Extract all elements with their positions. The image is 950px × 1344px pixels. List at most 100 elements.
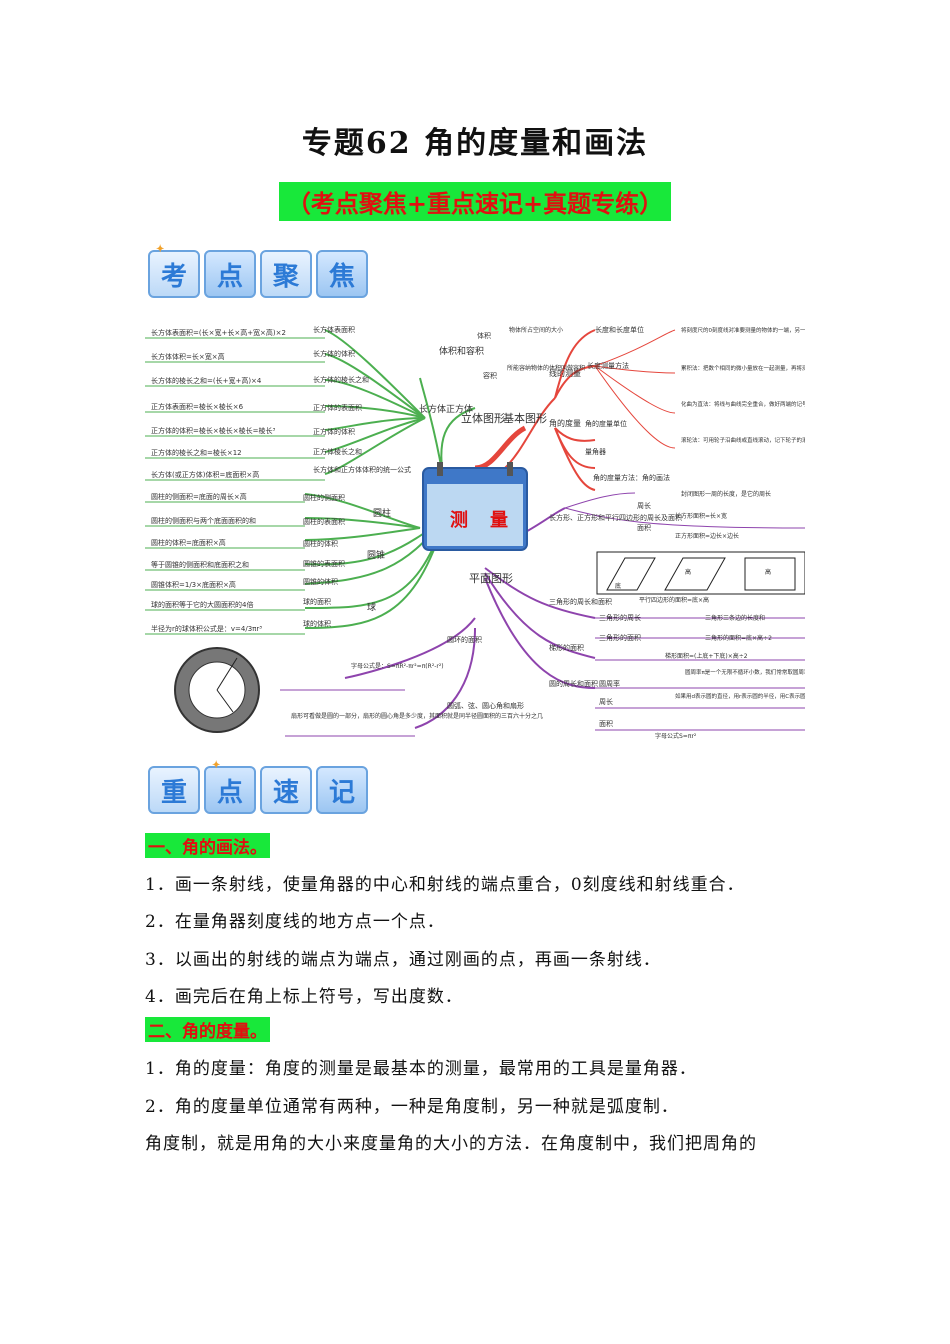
svg-text:量角器: 量角器 [585,447,606,456]
svg-text:三角形的周长: 三角形的周长 [599,613,641,622]
svg-text:球的面积等于它的大圆面积的4倍: 球的面积等于它的大圆面积的4倍 [151,600,253,609]
tile: ✦点 [204,760,256,814]
svg-text:容积: 容积 [483,371,497,380]
svg-text:周长: 周长 [637,501,651,510]
center-icon: 测 量 [422,462,528,551]
svg-text:梯形面积=(上底+下底)×高÷2: 梯形面积=(上底+下底)×高÷2 [665,652,748,660]
svg-text:面积: 面积 [637,523,651,532]
svg-text:将刻度尺的0刻度线对准要测量的物体的一端，另一端所对应的刻度: 将刻度尺的0刻度线对准要测量的物体的一端，另一端所对应的刻度线就是被测物体的长度 [681,326,805,334]
paragraph: 角度制，就是用角的大小来度量角的大小的方法．在角度制中，我们把周角的 [145,1134,757,1154]
svg-text:平行四边形的面积=底×高: 平行四边形的面积=底×高 [639,596,709,604]
svg-text:基本图形: 基本图形 [503,411,547,425]
svg-text:长方体的棱长之和: 长方体的棱长之和 [313,375,369,384]
svg-text:高: 高 [685,568,691,576]
svg-text:化曲为直法：将线与曲线完全重合，做好两端的记号，然后轻轻地将: 化曲为直法：将线与曲线完全重合，做好两端的记号，然后轻轻地将线拉直，用刻度尺量出… [681,400,805,408]
svg-text:角的度量: 角的度量 [549,418,581,428]
svg-text:面积: 面积 [599,719,613,728]
tile: 聚 [260,250,312,298]
svg-text:角的度量方法：角的画法: 角的度量方法：角的画法 [593,473,670,482]
svg-text:角的度量单位: 角的度量单位 [585,419,627,428]
svg-text:字母公式是：S=πR²-πr²=π(R²-r²): 字母公式是：S=πR²-πr²=π(R²-r²) [351,662,444,670]
svg-text:长方形面积=长×宽: 长方形面积=长×宽 [675,512,727,520]
tile: 速 [260,766,312,814]
svg-text:半径为r的球体积公式是：v=4/3πr³: 半径为r的球体积公式是：v=4/3πr³ [151,624,262,633]
svg-text:物体所占空间的大小: 物体所占空间的大小 [509,326,563,334]
svg-text:高: 高 [765,568,771,576]
ring-illustration [174,647,260,733]
svg-text:正方体的体积=棱长×棱长×棱长=棱长³: 正方体的体积=棱长×棱长×棱长=棱长³ [151,426,275,435]
svg-text:圆弧、弦、圆心角和扇形: 圆弧、弦、圆心角和扇形 [447,701,524,710]
svg-text:圆锥体积=1/3×底面积×高: 圆锥体积=1/3×底面积×高 [151,580,236,589]
svg-text:圆周率: 圆周率 [599,679,620,688]
section-heading: 一、角的画法。 [145,833,270,858]
svg-text:梯形的面积: 梯形的面积 [549,643,584,652]
svg-text:三角形的面积=底×高÷2: 三角形的面积=底×高÷2 [705,634,772,642]
svg-text:底: 底 [615,582,621,590]
svg-text:三角形三条边的长度和: 三角形三条边的长度和 [705,614,765,622]
svg-text:球的面积: 球的面积 [303,597,331,606]
mind-map: 测 量 长方体表面积=(长×宽+长×高+宽×高)×2 长方体体积=长×宽×高 长… [145,325,805,740]
svg-text:圆周率π是一个无限不循环小数，我们常常取圆周率的近似值3.1: 圆周率π是一个无限不循环小数，我们常常取圆周率的近似值3.14 [685,668,805,676]
svg-text:正方形面积=边长×边长: 正方形面积=边长×边长 [675,532,739,540]
tile: ✦考 [148,244,200,298]
svg-text:等于圆锥的侧面积和底面积之和: 等于圆锥的侧面积和底面积之和 [151,560,249,569]
svg-text:长方体体积=长×宽×高: 长方体体积=长×宽×高 [151,352,225,361]
paragraph: 2．角的度量单位通常有两种，一种是角度制，另一种就是弧度制． [145,1097,679,1117]
paragraph: 1．角的度量：角度的测量是最基本的测量，最常用的工具是量角器． [145,1059,697,1079]
paragraph: 2．在量角器刻度线的地方点一个点． [145,912,445,932]
svg-text:正方体的表面积: 正方体的表面积 [313,403,362,412]
svg-text:正方体的棱长之和=棱长×12: 正方体的棱长之和=棱长×12 [151,448,242,457]
svg-text:长方体和正方体体积的统一公式: 长方体和正方体体积的统一公式 [313,465,411,474]
tile: 重 [148,766,200,814]
svg-text:扇形可看做是圆的一部分，扇形的圆心角是多少度，其面积就是同半: 扇形可看做是圆的一部分，扇形的圆心角是多少度，其面积就是同半径圆面积的三百六十分… [291,712,543,720]
svg-text:圆柱的体积: 圆柱的体积 [303,539,338,548]
svg-text:三角形的周长和面积: 三角形的周长和面积 [549,597,612,606]
svg-text:圆柱的侧面积与两个底面面积的和: 圆柱的侧面积与两个底面面积的和 [151,516,256,525]
star-icon: ✦ [212,760,221,771]
svg-text:长方体正方体: 长方体正方体 [419,403,473,415]
page-subtitle: （考点聚焦+重点速记+真题专练） [278,182,672,221]
svg-text:平面图形: 平面图形 [469,572,513,585]
svg-text:长方体的棱长之和=(长+宽+高)×4: 长方体的棱长之和=(长+宽+高)×4 [151,376,262,385]
svg-text:封闭图形一周的长度，是它的周长: 封闭图形一周的长度，是它的周长 [681,490,771,498]
svg-text:长方形、正方形和平行四边形的周长及面积: 长方形、正方形和平行四边形的周长及面积 [549,513,682,522]
svg-text:测: 测 [450,509,468,531]
svg-text:所能容纳物体的体积叫做容积: 所能容纳物体的体积叫做容积 [507,364,585,372]
svg-text:正方体表面积=棱长×棱长×6: 正方体表面积=棱长×棱长×6 [151,402,244,411]
star-icon: ✦ [156,244,165,255]
svg-text:字母公式S=πr²: 字母公式S=πr² [655,732,697,740]
svg-text:体积: 体积 [477,331,491,340]
tiles-kaodian: ✦考 点 聚 焦 [148,244,368,298]
section-heading: 二、角的度量。 [145,1017,270,1042]
svg-text:如果用d表示圆的直径，用r表示圆的半径，用C表示圆的周长，则: 如果用d表示圆的直径，用r表示圆的半径，用C表示圆的周长，则圆的周长的字母公式是… [675,692,805,700]
tile: 点 [204,250,256,298]
svg-text:长度和长度单位: 长度和长度单位 [595,325,644,334]
paragraph: 4．画完后在角上标上符号，写出度数． [145,987,463,1007]
svg-text:线的测量: 线的测量 [549,368,581,378]
svg-text:立体图形: 立体图形 [461,411,505,425]
svg-text:圆的周长和面积: 圆的周长和面积 [549,679,598,688]
svg-text:正方体的体积: 正方体的体积 [313,427,355,436]
svg-text:量: 量 [490,509,508,531]
svg-text:累积法：把数个相同的微小量放在一起测量，再将测量结果除以被测: 累积法：把数个相同的微小量放在一起测量，再将测量结果除以被测量的个数就得到一个微… [681,364,805,372]
svg-text:周长: 周长 [599,697,613,706]
svg-text:三角形的面积: 三角形的面积 [599,633,641,642]
svg-text:圆柱: 圆柱 [373,507,391,519]
svg-text:圆柱的表面积: 圆柱的表面积 [303,517,345,526]
paragraph: 1．画一条射线，使量角器的中心和射线的端点重合，0刻度线和射线重合． [145,875,745,895]
svg-text:圆环的面积: 圆环的面积 [447,635,482,644]
svg-text:滚轮法：可用轮子沿曲线或直线滚动，记下轮子的滚动的圈数，测出: 滚轮法：可用轮子沿曲线或直线滚动，记下轮子的滚动的圈数，测出轮子的周长，用轮子周… [681,436,805,444]
svg-text:圆锥的体积: 圆锥的体积 [303,577,338,586]
svg-text:圆柱的侧面积=底面的周长×高: 圆柱的侧面积=底面的周长×高 [151,492,247,501]
svg-text:圆锥: 圆锥 [367,549,385,561]
svg-text:长方体表面积: 长方体表面积 [313,325,355,334]
parallelogram-illustration [596,551,805,595]
svg-text:圆柱的体积=底面积×高: 圆柱的体积=底面积×高 [151,538,226,547]
svg-text:长方体的体积: 长方体的体积 [313,349,355,358]
svg-text:球: 球 [367,601,376,613]
svg-text:圆柱的侧面积: 圆柱的侧面积 [303,493,345,502]
tile: 焦 [316,250,368,298]
page-title: 专题62 角的度量和画法 [301,126,649,161]
svg-text:球的体积: 球的体积 [303,619,331,628]
svg-text:长方体表面积=(长×宽+长×高+宽×高)×2: 长方体表面积=(长×宽+长×高+宽×高)×2 [151,328,286,337]
